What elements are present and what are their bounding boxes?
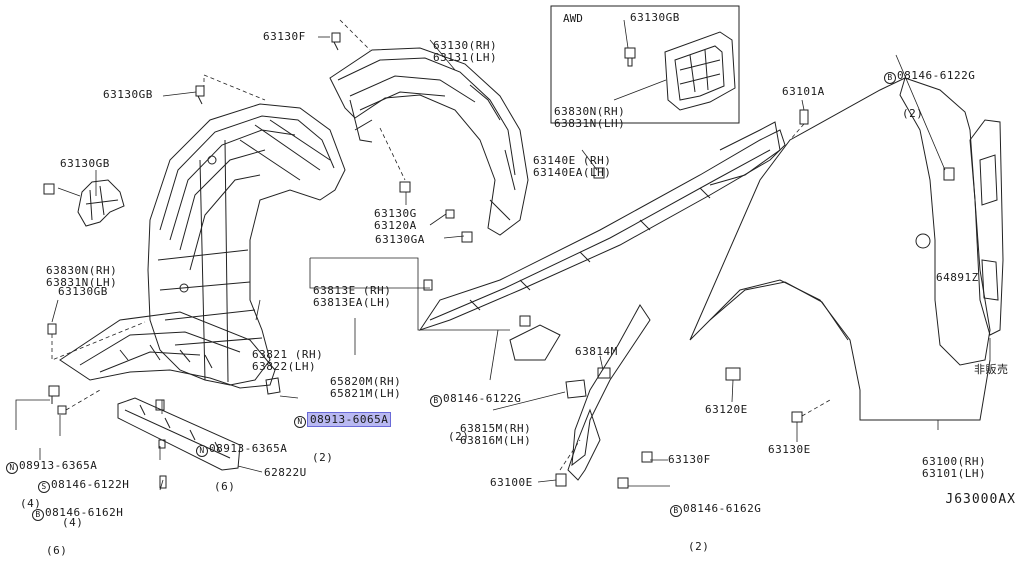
fender-bracket-part [969, 119, 1004, 336]
label-63130E[interactable]: 63130E [768, 443, 811, 456]
front-fender-part [689, 77, 991, 421]
front-liner-part [147, 103, 346, 386]
left-bracket-part [77, 179, 125, 227]
awd-clip [624, 47, 636, 67]
label-63130GB-mid[interactable]: 63130GB [103, 88, 153, 101]
label-63130F-low[interactable]: 63130F [668, 453, 711, 466]
leader-lines [15, 19, 991, 491]
label-63140E[interactable]: 63140E (RH)63140EA(LH) [533, 154, 612, 179]
label-63813E[interactable]: 63813E (RH)63813EA(LH) [313, 284, 392, 309]
label-64891Z[interactable]: 64891Z [936, 271, 979, 284]
sill-molding-part [418, 121, 786, 331]
label-63130GB-low[interactable]: 63130GB [58, 285, 108, 298]
parts-diagram [15, 5, 1004, 491]
label-63130GB-left[interactable]: 63130GB [60, 157, 110, 170]
label-63830N-left[interactable]: 63830N(RH)63831N(LH) [46, 264, 118, 289]
lower-strip-part [117, 397, 241, 471]
label-63130G[interactable]: 63130G [374, 207, 417, 220]
label-63101A[interactable]: 63101A [782, 85, 825, 98]
label-62822U[interactable]: 62822U [264, 466, 307, 479]
awd-inset-box [550, 5, 740, 124]
label-63130GB-awd[interactable]: 63130GB [630, 11, 680, 24]
label-63815M[interactable]: 63815M(RH)63816M(LH) [460, 422, 532, 447]
label-63814M[interactable]: 63814M [575, 345, 618, 358]
awd-bracket-part [664, 31, 736, 111]
label-63120E[interactable]: 63120E [705, 403, 748, 416]
label-63130-63131[interactable]: 63130(RH)63131(LH) [433, 39, 498, 64]
label-65820M[interactable]: 65820M(RH)65821M(LH) [330, 375, 402, 400]
label-63830N-awd[interactable]: 63830N(RH)63831N(LH) [554, 105, 626, 130]
undercover-part [59, 311, 276, 389]
label-63130F-top[interactable]: 63130F [263, 30, 306, 43]
label-63821[interactable]: 63821 (RH)63822(LH) [252, 348, 324, 373]
awd-title: AWD [563, 12, 583, 25]
label-63120A[interactable]: 63120A [374, 219, 417, 232]
fasteners [43, 32, 955, 489]
label-63100E[interactable]: 63100E [490, 476, 533, 489]
rear-liner-part [329, 47, 529, 236]
diagram-code: J63000AX [945, 492, 1016, 507]
label-63100[interactable]: 63100(RH)63101(LH) [922, 455, 987, 480]
label-hanbai: 非販売 [974, 363, 1009, 376]
label-63130GA[interactable]: 63130GA [375, 233, 425, 246]
